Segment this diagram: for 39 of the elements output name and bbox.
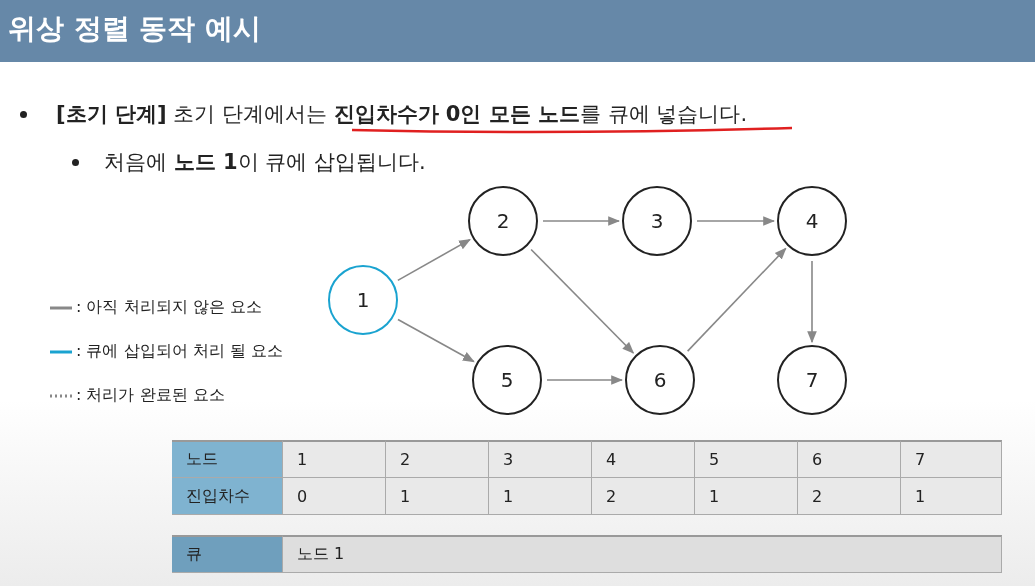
- table-cell: 0: [283, 478, 386, 515]
- arrow: [397, 238, 471, 282]
- table-cell: 7: [901, 440, 1002, 478]
- arrow: [686, 247, 787, 352]
- arrow: [542, 216, 621, 226]
- table-cell: 3: [489, 440, 592, 478]
- bullet-text: [초기 단계] 초기 단계에서는 진입차수가 0인 모든 노드를 큐에 넣습니다.: [56, 101, 748, 128]
- header-cell: 큐: [172, 535, 283, 573]
- graph-node: 2: [468, 186, 538, 256]
- arrow: [807, 260, 817, 344]
- graph-node: 7: [777, 345, 847, 415]
- table-cell: 5: [695, 440, 798, 478]
- graph-node: 4: [777, 186, 847, 256]
- graph-node: 1: [328, 265, 398, 335]
- bullet-text: 처음에 노드 1이 큐에 삽입됩니다.: [104, 149, 426, 176]
- table-cell: 2: [592, 478, 695, 515]
- legend-text: : 처리가 완료된 요소: [76, 385, 225, 406]
- graph-node: 5: [472, 345, 542, 415]
- arrow: [546, 375, 624, 385]
- arrow: [397, 318, 475, 363]
- legend-text: : 큐에 삽입되어 처리 될 요소: [76, 341, 283, 362]
- graph-node: 3: [622, 186, 692, 256]
- table-cell: 1: [489, 478, 592, 515]
- table-cell: 노드 1: [283, 535, 1002, 573]
- table-cell: 1: [386, 478, 489, 515]
- table-cell: 1: [695, 478, 798, 515]
- table-cell: 1: [901, 478, 1002, 515]
- table-cell: 2: [386, 440, 489, 478]
- table-cell: 6: [798, 440, 901, 478]
- arrow: [530, 248, 635, 354]
- arrow: [696, 216, 776, 226]
- header-cell: 노드: [172, 440, 283, 478]
- table-cell: 2: [798, 478, 901, 515]
- graph-node: 6: [625, 345, 695, 415]
- header-cell: 진입차수: [172, 478, 283, 515]
- table-cell: 1: [283, 440, 386, 478]
- legend-text: : 아직 처리되지 않은 요소: [76, 297, 262, 318]
- table-cell: 4: [592, 440, 695, 478]
- title: 위상 정렬 동작 예시: [8, 11, 262, 47]
